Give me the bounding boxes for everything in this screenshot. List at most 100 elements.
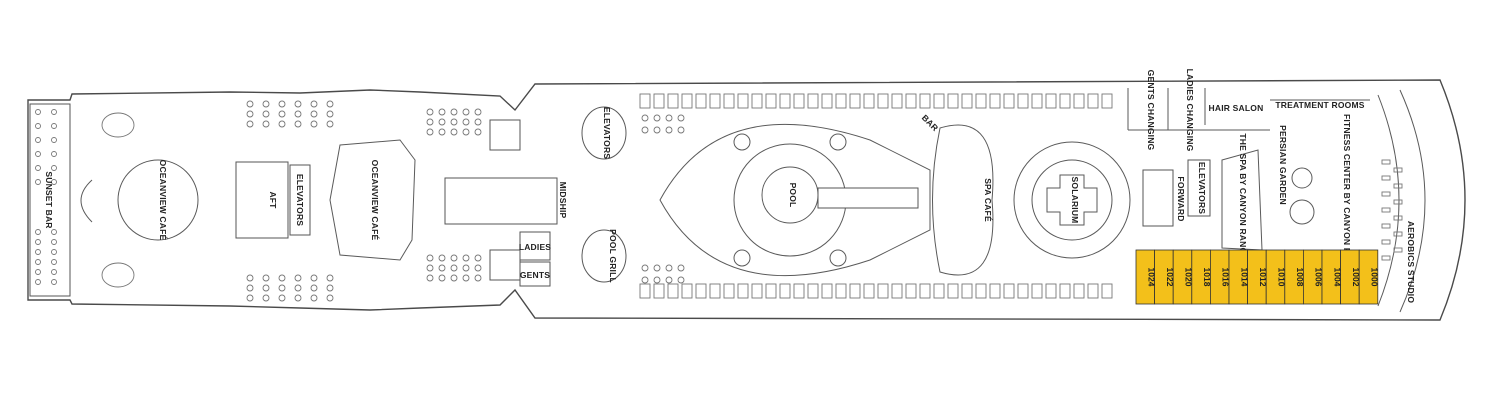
lounger [681,283,693,299]
label-persian-garden: PERSIAN GARDEN [1278,125,1288,205]
lounger [947,93,959,109]
table [246,110,254,118]
lounger [1031,93,1043,109]
table [462,108,470,116]
table [450,128,458,136]
table [51,239,57,245]
table [262,100,270,108]
spa-cafe-dome [932,124,994,276]
hot-tub-3 [829,249,847,267]
table [450,108,458,116]
lounger [863,283,875,299]
table [262,120,270,128]
lounger [849,283,861,299]
fitness-equipment [1381,207,1391,213]
table [653,276,661,284]
label-ladies-changing: LADIES CHANGING [1185,69,1195,152]
oceanview-cafe-mid-area [329,139,416,261]
midship-room-top [489,119,521,151]
table [35,259,41,265]
table [326,274,334,282]
table [35,279,41,285]
table [35,239,41,245]
fitness-equipment [1393,183,1403,189]
pool-deck-curve [659,123,931,277]
lounger [709,283,721,299]
pool-section [659,123,994,277]
table [294,294,302,302]
gents-room [519,261,551,287]
fitness-equipment [1381,223,1391,229]
lounger [793,93,805,109]
label-ladies: LADIES [519,242,552,252]
table [426,108,434,116]
cabin-1000[interactable] [1358,249,1379,305]
table [278,110,286,118]
table [51,123,57,129]
table [677,126,685,134]
lounger [905,283,917,299]
lounger [919,283,931,299]
table [294,120,302,128]
label-treatment-rooms: TREATMENT ROOMS [1275,100,1364,110]
table [246,284,254,292]
table [51,165,57,171]
label-midship: MIDSHIP [558,182,568,219]
lounger [849,93,861,109]
lounger [835,93,847,109]
fitness-equipment [1393,167,1403,173]
label-oceanview-cafe-mid: OCEANVIEW CAFÉ [370,160,380,241]
table [262,110,270,118]
label-gents-changing: GENTS CHANGING [1146,70,1156,151]
table [677,276,685,284]
label-gents: GENTS [520,270,550,280]
cabin-number-1016: 1016 [1221,268,1231,287]
labels: SUNSET BAR OCEANVIEW CAFÉ AFT ELEVATORS … [44,69,1416,304]
table [653,264,661,272]
lounger [709,93,721,109]
cabin-number-1000: 1000 [1370,268,1380,287]
lounger [933,93,945,109]
table [51,137,57,143]
table [426,128,434,136]
table [450,274,458,282]
lounger [639,283,651,299]
table [462,254,470,262]
table [310,284,318,292]
aft-stairs [235,161,289,239]
fitness-equipment [1381,255,1391,261]
table [450,264,458,272]
fitness-equipment [1393,231,1403,237]
lounger [1003,283,1015,299]
persian-garden-feature-2 [1289,199,1315,225]
table [51,269,57,275]
table [278,274,286,282]
persian-garden-feature-1 [1291,167,1313,189]
table [326,100,334,108]
table [278,120,286,128]
label-aerobics-studio: AEROBICS STUDIO [1406,221,1416,304]
lounger [933,283,945,299]
cabin-number-1002: 1002 [1351,268,1361,287]
lounger [667,93,679,109]
lounger [821,283,833,299]
aft-elevators [289,164,311,236]
table [35,179,41,185]
fitness-equipment [1381,175,1391,181]
label-fitness-center: FITNESS CENTER BY CANYON RANCH® [1342,114,1352,286]
table [438,254,446,262]
lounger [1087,283,1099,299]
lounger [905,93,917,109]
label-elevators-mid: ELEVATORS [602,107,612,159]
lounger [891,283,903,299]
table [35,269,41,275]
table [653,114,661,122]
cabin-number-1022: 1022 [1165,268,1175,287]
fitness-equipment [1381,239,1391,245]
table [438,108,446,116]
table [51,179,57,185]
table [246,100,254,108]
table [450,254,458,262]
table [653,126,661,134]
pool-grill-ring [581,229,627,283]
